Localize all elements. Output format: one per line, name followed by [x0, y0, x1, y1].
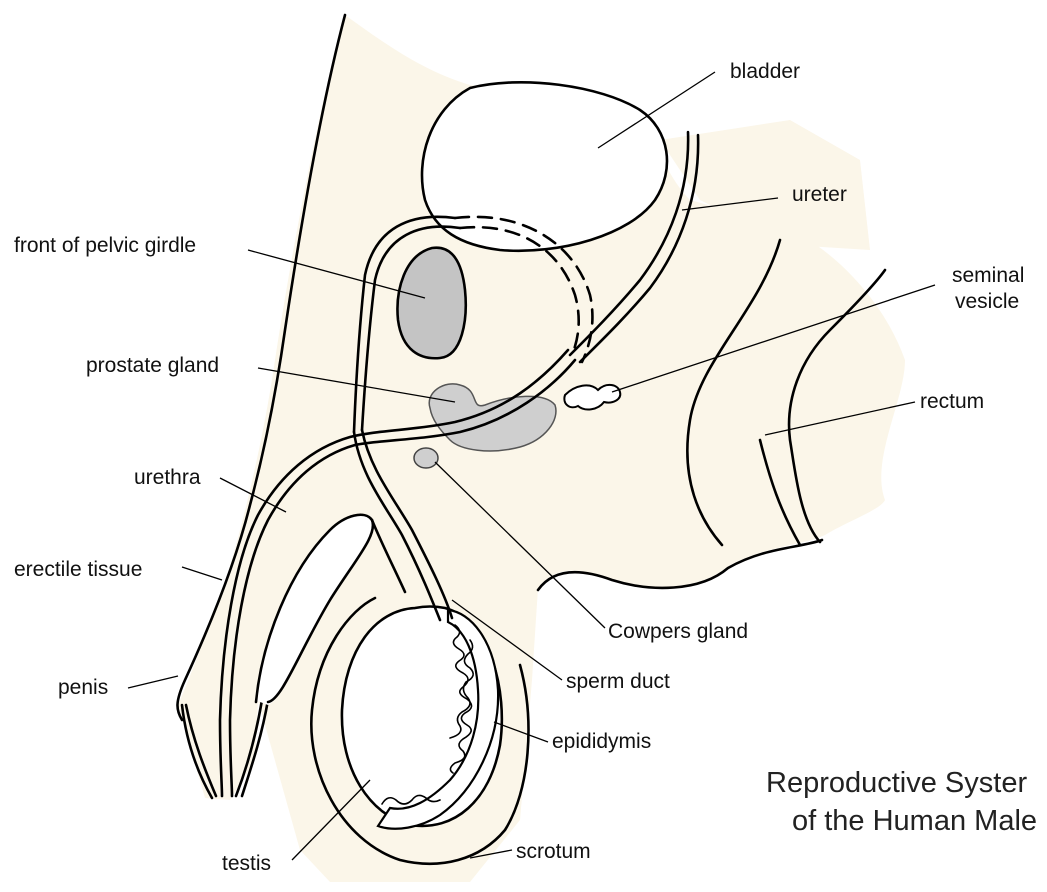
caption-line-2: of the Human Male: [792, 805, 1037, 837]
label-ureter: ureter: [792, 183, 847, 206]
label-rectum: rectum: [920, 390, 984, 413]
label-vesicle: vesicle: [955, 290, 1019, 313]
label-testis: testis: [222, 852, 271, 875]
label-seminal: seminal: [952, 264, 1024, 287]
label-bladder: bladder: [730, 60, 800, 83]
caption-line-1: Reproductive Syster: [766, 767, 1027, 799]
cowpers-gland-shape: [414, 448, 438, 468]
label-urethra: urethra: [134, 466, 201, 489]
label-front-of-pelvic-girdle: front of pelvic girdle: [14, 234, 196, 257]
label-prostate-gland: prostate gland: [86, 354, 219, 377]
label-cowpers-gland: Cowpers gland: [608, 620, 748, 643]
leader-erectile: [182, 567, 222, 580]
label-sperm-duct: sperm duct: [566, 670, 670, 693]
label-epididymis: epididymis: [552, 730, 651, 753]
label-erectile-tissue: erectile tissue: [14, 558, 142, 581]
label-penis: penis: [58, 676, 108, 699]
label-scrotum: scrotum: [516, 840, 591, 863]
leader-penis: [128, 676, 178, 688]
